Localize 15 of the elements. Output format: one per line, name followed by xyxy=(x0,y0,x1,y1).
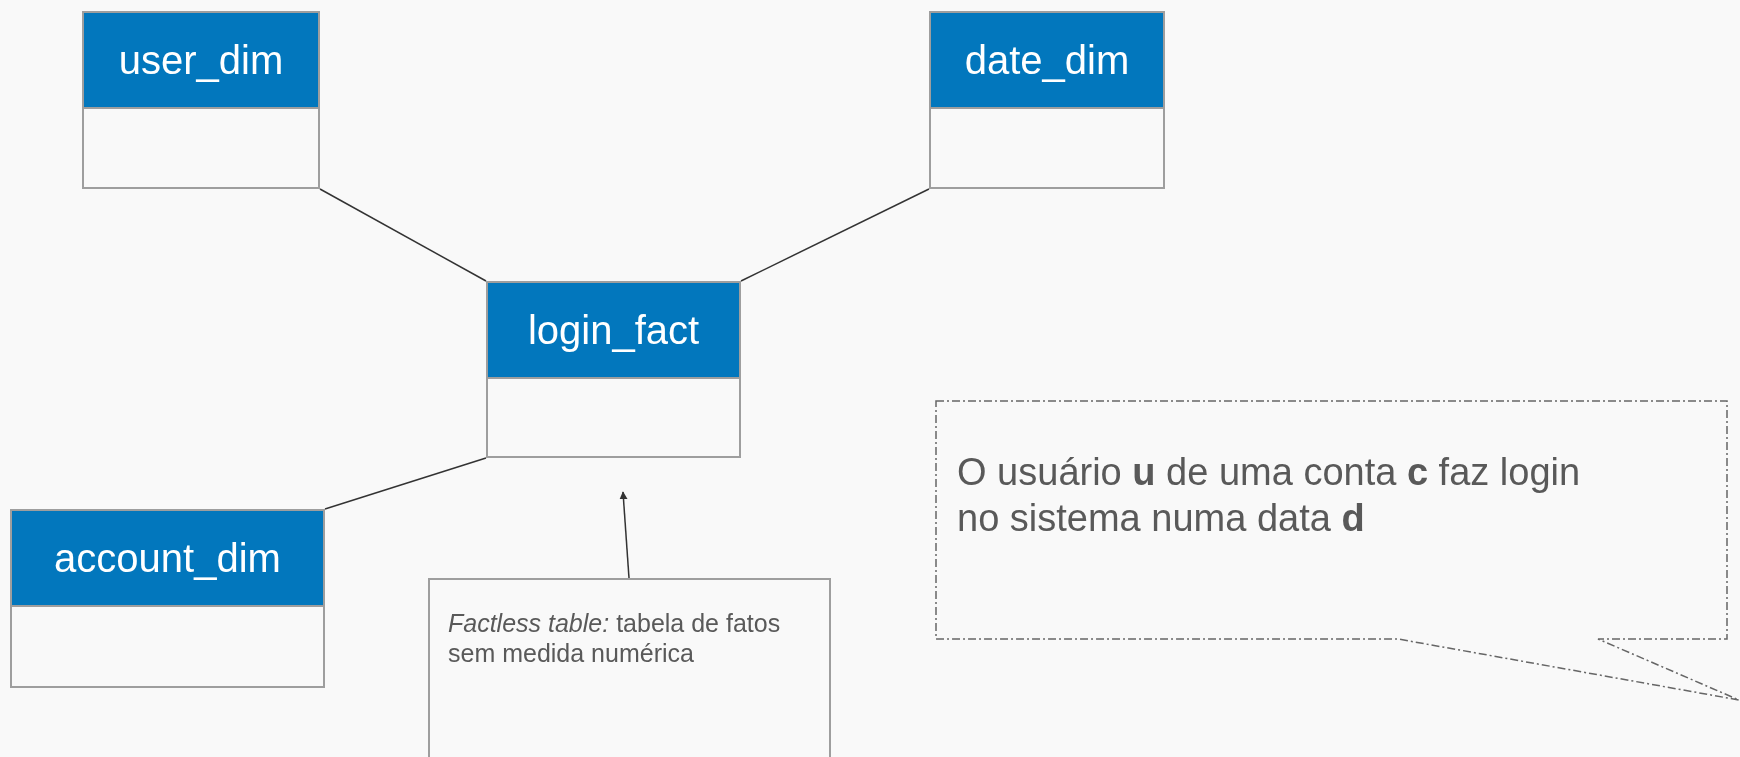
connector-line xyxy=(319,188,487,282)
note-box xyxy=(428,578,831,757)
table-box xyxy=(929,11,1165,189)
connector-line xyxy=(324,457,487,510)
callout-text: O usuário u de uma conta c faz login no sistema numa data d xyxy=(957,450,1582,541)
connector-line xyxy=(740,188,930,282)
table-name: login_fact xyxy=(488,283,739,379)
table-box xyxy=(10,509,325,688)
table-box xyxy=(82,11,320,189)
table-name: date_dim xyxy=(931,13,1163,109)
arrow xyxy=(619,491,630,579)
note-text: Factless table: tabela de fatos sem medida numérica xyxy=(448,608,782,668)
table-name: account_dim xyxy=(12,511,323,607)
table-box xyxy=(486,281,741,458)
table-name: user_dim xyxy=(84,13,318,109)
